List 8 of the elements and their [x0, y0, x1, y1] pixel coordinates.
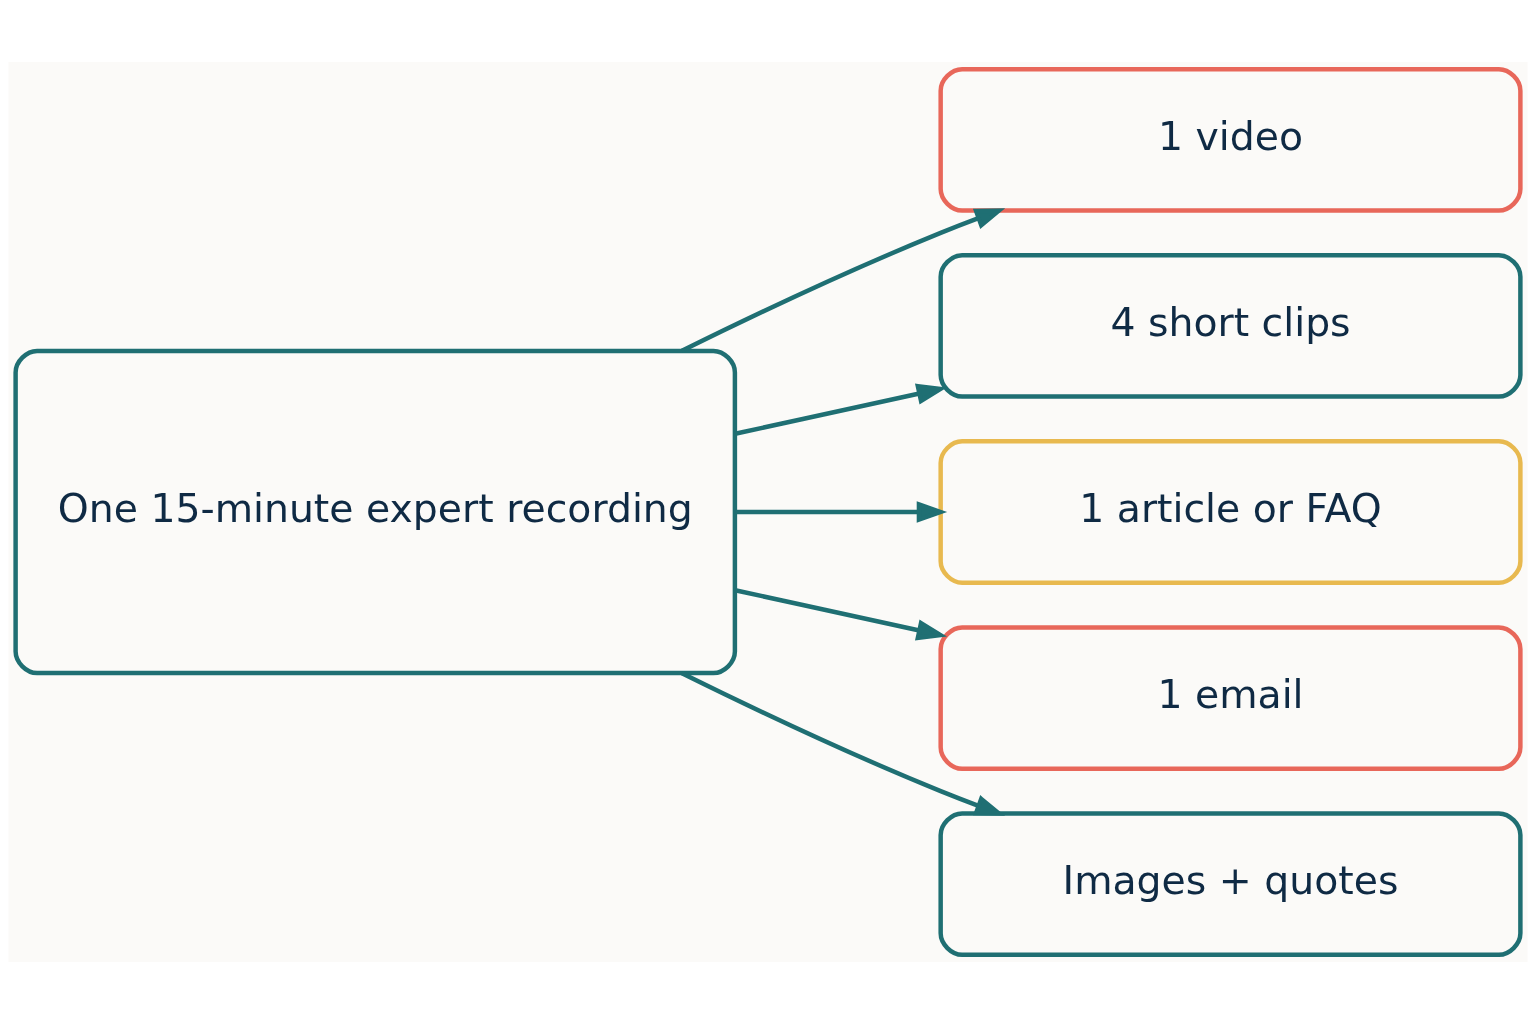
node-box: 4 short clips	[938, 253, 1523, 399]
arrow	[735, 501, 948, 523]
node-box: Images + quotes	[938, 811, 1523, 958]
node-box: 1 video	[938, 66, 1523, 213]
arrow	[734, 588, 948, 641]
node-box: One 15-minute expert recording	[13, 348, 738, 676]
node-box: 1 email	[938, 625, 1523, 771]
node-box: 1 article or FAQ	[938, 439, 1523, 585]
